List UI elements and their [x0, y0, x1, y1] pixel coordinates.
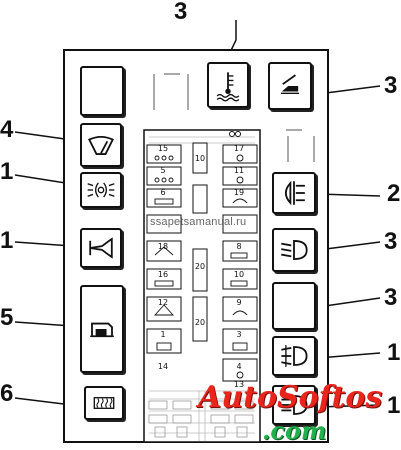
fuse-label-8: 8: [236, 242, 241, 251]
callout-2: 2: [387, 180, 401, 207]
wiper-icon: [88, 135, 114, 155]
front-fog-light-icon: [281, 345, 308, 367]
relay-slot-empty-right: [272, 282, 316, 330]
fuse-label-5: 5: [160, 166, 165, 175]
fuse-label-4: 4: [236, 362, 241, 371]
relay-front-fog-light: [272, 336, 316, 376]
high-beam-icon: [281, 395, 308, 415]
relay-coolant-fan: [207, 62, 249, 108]
rear-window-heater-icon: [93, 397, 115, 409]
relay-hood: [268, 62, 312, 110]
relay-rear-fog-light: [272, 172, 316, 214]
callout-1-right-b: 1: [387, 392, 401, 419]
leader-line-6: [14, 397, 73, 406]
fuse-label-17: 17: [234, 144, 244, 153]
relay-wiper: [80, 123, 122, 167]
callout-3-right-low: 3: [384, 284, 398, 311]
relay-slot-empty-top-left: [80, 66, 124, 116]
callout-6: 6: [0, 380, 14, 407]
rear-fog-light-icon: [284, 180, 305, 206]
relay-slot-outline-top: [153, 73, 189, 110]
fuse-label-10: 10: [234, 270, 244, 279]
brand-watermark-domain: .com: [262, 416, 327, 445]
relay-high-beam: [272, 385, 316, 425]
fuse-label-16: 16: [158, 270, 168, 279]
fuse-label-1: 1: [160, 330, 165, 339]
side-lights-icon: [87, 182, 115, 198]
fuse-label-15: 15: [158, 144, 168, 153]
callout-1-right-a: 1: [387, 339, 401, 366]
callout-5: 5: [0, 304, 14, 331]
callout-3-right-mid: 3: [384, 228, 398, 255]
relay-slot-outline-right: [286, 129, 315, 162]
leader-line-4: [14, 131, 73, 141]
fuse-label-center-10: 10: [195, 154, 205, 163]
central-fuse-block: 15 17 5 11 6 19 18 8 16 10 12 9 1 3 14 4…: [143, 129, 261, 443]
horn-icon: [89, 237, 113, 259]
relay-horn: [80, 228, 122, 268]
coolant-temperature-icon: [216, 72, 240, 102]
relay-central-locking: [80, 285, 124, 373]
fuse-label-center-20-a: 20: [195, 262, 205, 271]
fuse-label-11: 11: [234, 166, 244, 175]
site-watermark: ssapetsamanual.ru: [150, 216, 247, 228]
fuse-label-6: 6: [160, 188, 165, 197]
brand-watermark: AutoSoftos: [198, 380, 383, 415]
leader-line-1-b: [14, 241, 73, 247]
callout-4: 4: [0, 116, 14, 143]
fuse-label-12: 12: [158, 298, 168, 307]
fuse-label-13: 13: [234, 380, 244, 389]
leader-line-1-a: [14, 174, 73, 185]
callout-3-right-top: 3: [384, 72, 398, 99]
hood-icon: [280, 74, 300, 94]
fuse-label-center-20-b: 20: [195, 318, 205, 327]
fuse-label-3: 3: [236, 330, 241, 339]
fuse-label-18: 18: [158, 242, 168, 251]
low-beam-icon: [281, 239, 308, 261]
fuse-label-9: 9: [236, 298, 241, 307]
door-lock-icon: [90, 322, 114, 338]
fuse-label-14: 14: [158, 362, 168, 371]
relay-low-beam: [272, 228, 316, 272]
callout-1-left-b: 1: [0, 227, 14, 254]
leader-line-5: [14, 321, 73, 327]
callout-3-top: 3: [174, 0, 188, 25]
callout-1-left-a: 1: [0, 158, 14, 185]
fuse-label-19: 19: [234, 188, 244, 197]
relay-rear-window-heater: [84, 386, 124, 420]
relay-side-lights: [80, 172, 122, 208]
